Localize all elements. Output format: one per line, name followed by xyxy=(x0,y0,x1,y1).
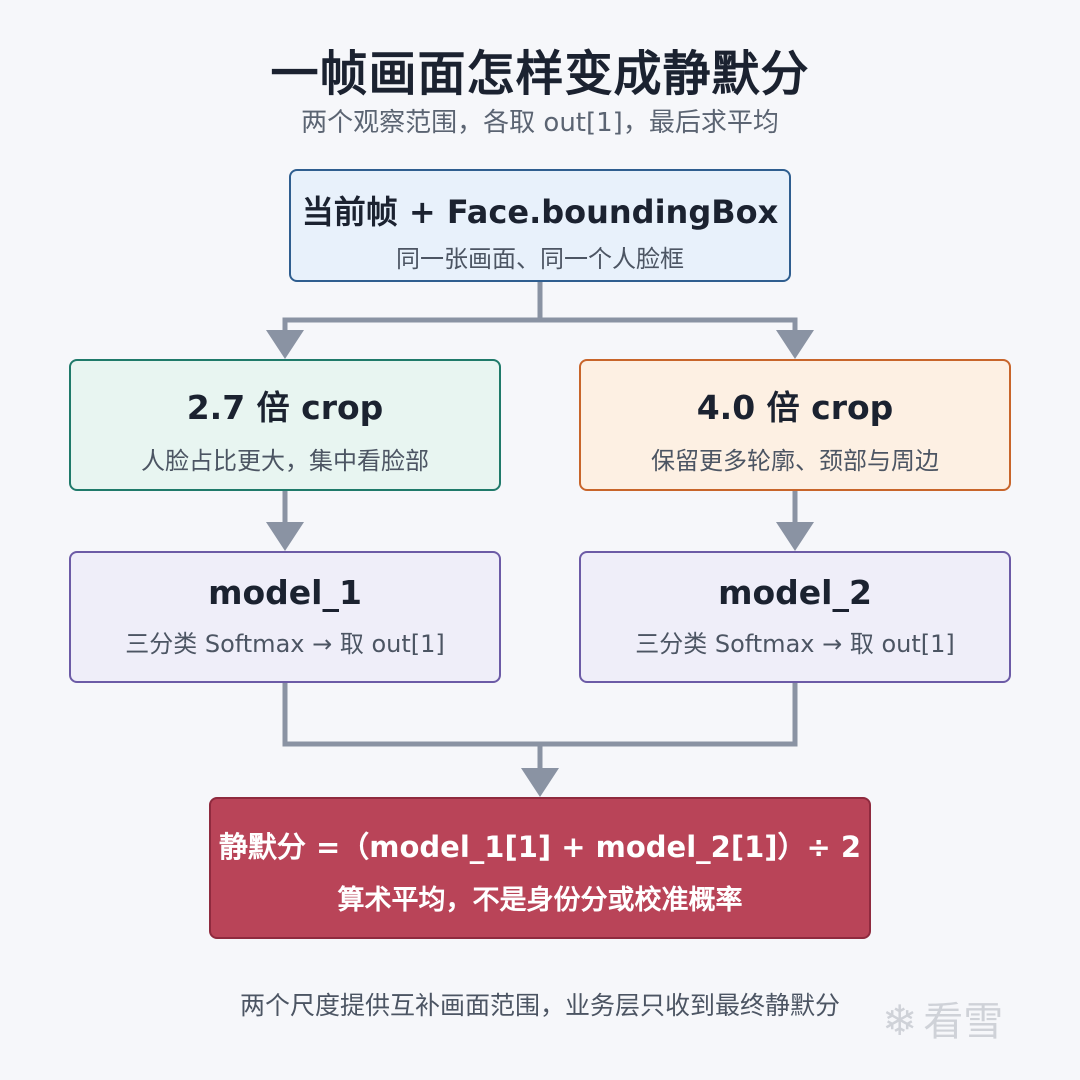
crop-4-0-description: 保留更多轮廓、颈部与周边 xyxy=(651,447,939,475)
silent-score-formula: 静默分 =（model_1[1] + model_2[1]）÷ 2 xyxy=(218,830,862,864)
silent-score-note: 算术平均，不是身份分或校准概率 xyxy=(337,885,743,916)
model-2-description: 三分类 Softmax → 取 out[1] xyxy=(635,630,955,658)
arrowhead-to-crop-right xyxy=(776,330,814,359)
crop-2-7-description: 人脸占比更大，集中看脸部 xyxy=(141,447,429,475)
connector-source-split xyxy=(282,282,798,332)
snowflake-icon: ❄ xyxy=(882,996,918,1045)
crop-2-7-box: 2.7 倍 crop 人脸占比更大，集中看脸部 xyxy=(69,359,501,491)
watermark: ❄看雪 xyxy=(882,986,1062,1056)
source-frame-description: 同一张画面、同一个人脸框 xyxy=(396,245,684,273)
source-frame-box: 当前帧 + Face.boundingBox 同一张画面、同一个人脸框 xyxy=(289,169,791,282)
model-1-box: model_1 三分类 Softmax → 取 out[1] xyxy=(69,551,501,683)
crop-2-7-heading: 2.7 倍 crop xyxy=(186,388,384,427)
arrowhead-to-crop-left xyxy=(266,330,304,359)
model-1-heading: model_1 xyxy=(208,573,362,612)
arrowhead-to-model-2 xyxy=(776,522,814,551)
source-frame-heading: 当前帧 + Face.boundingBox xyxy=(301,193,779,231)
diagram-subtitle: 两个观察范围，各取 out[1]，最后求平均 xyxy=(301,108,779,138)
footer-note: 两个尺度提供互补画面范围，业务层只收到最终静默分 xyxy=(239,991,840,1020)
silent-score-result-box: 静默分 =（model_1[1] + model_2[1]）÷ 2 算术平均，不… xyxy=(209,797,871,939)
model-2-heading: model_2 xyxy=(718,573,872,612)
crop-4-0-box: 4.0 倍 crop 保留更多轮廓、颈部与周边 xyxy=(579,359,1011,491)
watermark-text: 看雪 xyxy=(923,999,1004,1045)
arrowhead-to-result xyxy=(521,768,559,797)
model-2-box: model_2 三分类 Softmax → 取 out[1] xyxy=(579,551,1011,683)
connector-models-merge xyxy=(282,683,798,770)
model-1-description: 三分类 Softmax → 取 out[1] xyxy=(125,630,445,658)
crop-4-0-heading: 4.0 倍 crop xyxy=(696,388,894,427)
diagram-title: 一帧画面怎样变成静默分 xyxy=(270,46,810,102)
arrowhead-to-model-1 xyxy=(266,522,304,551)
